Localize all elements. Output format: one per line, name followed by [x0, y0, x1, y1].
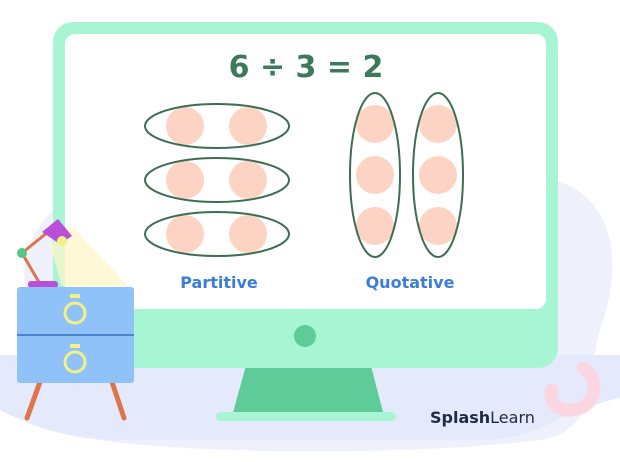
counter: [419, 156, 457, 194]
lamp-light-beam: [50, 226, 128, 286]
lamp-arm-lower: [20, 252, 42, 285]
cabinet-leg: [109, 379, 127, 421]
drawer-ring-handle: [63, 301, 87, 325]
group-oval: [144, 157, 290, 203]
counter: [419, 105, 457, 143]
quotative-groups: [349, 92, 464, 258]
drawer-handle-plate: [70, 294, 80, 298]
brand-logo: SplashLearn: [430, 408, 535, 427]
monitor-stand: [232, 362, 384, 416]
lamp-joint: [17, 248, 27, 258]
partitive-groups: [144, 103, 290, 257]
desk-lamp: [17, 219, 128, 288]
counter: [356, 207, 394, 245]
partitive-group: [144, 103, 290, 149]
partitive-group: [144, 211, 290, 257]
drawer-handle-plate: [70, 344, 80, 348]
monitor-power-button: [294, 325, 316, 347]
group-oval: [412, 92, 464, 258]
counter: [229, 215, 267, 253]
quotative-label: Quotative: [366, 273, 455, 292]
partitive-group: [144, 157, 290, 203]
group-oval: [144, 211, 290, 257]
counter: [229, 107, 267, 145]
counter: [166, 215, 204, 253]
monitor-stand-base: [216, 412, 396, 421]
group-oval: [349, 92, 401, 258]
counter: [419, 207, 457, 245]
counter: [166, 107, 204, 145]
brand-prefix: Splash: [430, 408, 490, 427]
quotative-group: [349, 92, 401, 258]
cabinet-leg: [24, 379, 43, 421]
drawer-ring-handle: [63, 350, 87, 374]
lamp-base: [28, 281, 58, 288]
counter: [356, 105, 394, 143]
counter: [229, 161, 267, 199]
counter: [356, 156, 394, 194]
lamp-bulb: [57, 236, 67, 246]
equation-title: 6 ÷ 3 = 2: [229, 50, 384, 85]
counter: [166, 161, 204, 199]
swirl-decoration: [544, 361, 601, 417]
brand-suffix: Learn: [490, 408, 535, 427]
cabinet: [17, 287, 134, 421]
lamp-arm-upper: [21, 230, 49, 255]
group-oval: [144, 103, 290, 149]
partitive-label: Partitive: [180, 273, 258, 292]
quotative-group: [412, 92, 464, 258]
